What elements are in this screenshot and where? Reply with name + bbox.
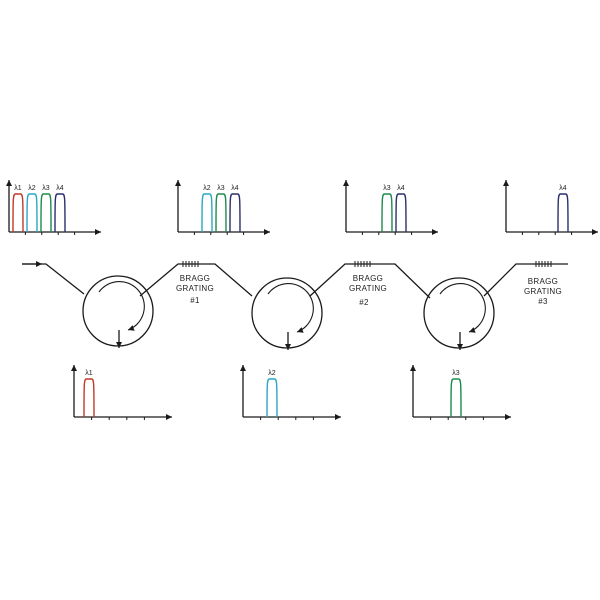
grating-3-line3: #3 bbox=[538, 297, 548, 306]
peak-lambda-3 bbox=[450, 378, 462, 418]
grating-2-line1: BRAGG bbox=[353, 274, 383, 283]
peak-lambda-1 bbox=[83, 378, 95, 418]
peak-lambda-3 bbox=[381, 193, 393, 233]
spectrum-after-grating-3: λ4 bbox=[503, 180, 598, 235]
peak-label: λ4 bbox=[397, 185, 405, 192]
peak-lambda-1 bbox=[12, 193, 24, 233]
peak-label: λ4 bbox=[56, 185, 64, 192]
grating-1-line2: GRATING bbox=[176, 284, 214, 293]
grating-3-line1: BRAGG bbox=[528, 277, 558, 286]
peak-label: λ3 bbox=[452, 370, 460, 377]
peak-label: λ3 bbox=[383, 185, 391, 192]
peak-label: λ2 bbox=[28, 185, 36, 192]
peak-label: λ2 bbox=[268, 370, 276, 377]
peak-lambda-4 bbox=[229, 193, 241, 233]
peak-lambda-4 bbox=[54, 193, 66, 233]
spectrum-input: λ1 λ2 λ3 λ4 bbox=[6, 180, 101, 235]
circulator-3 bbox=[423, 277, 495, 350]
peak-label: λ1 bbox=[14, 185, 22, 192]
peak-lambda-2 bbox=[26, 193, 38, 233]
circulator-2 bbox=[251, 277, 323, 350]
grating-marks-2 bbox=[354, 261, 371, 267]
spectrum-after-grating-1: λ2 λ3 λ4 bbox=[175, 180, 270, 235]
grating-marks-3 bbox=[535, 261, 552, 267]
peak-lambda-2 bbox=[266, 378, 278, 418]
grating-2-line2: GRATING bbox=[349, 284, 387, 293]
peak-label: λ1 bbox=[85, 370, 93, 377]
spectrum-after-grating-2: λ3 λ4 bbox=[343, 180, 438, 235]
grating-label-1: BRAGG GRATING #1 bbox=[176, 274, 214, 305]
grating-label-2: BRAGG GRATING #2 bbox=[349, 274, 387, 307]
peak-lambda-2 bbox=[201, 193, 213, 233]
grating-3-line2: GRATING bbox=[524, 287, 562, 296]
spectrum-drop-1: λ1 bbox=[71, 365, 172, 420]
fiber-line bbox=[22, 263, 568, 299]
spectrum-drop-3: λ3 bbox=[410, 365, 511, 420]
grating-1-line1: BRAGG bbox=[180, 274, 210, 283]
grating-2-line3: #2 bbox=[359, 298, 369, 307]
grating-1-line3: #1 bbox=[190, 296, 200, 305]
peak-label: λ4 bbox=[559, 185, 567, 192]
peak-lambda-3 bbox=[40, 193, 52, 233]
spectra-group: λ1 λ2 λ3 λ4 λ2 λ3 λ4 λ3 λ4 λ4 λ1 λ2 λ3 bbox=[6, 180, 598, 420]
peak-label: λ4 bbox=[231, 185, 239, 192]
grating-label-3: BRAGG GRATING #3 bbox=[524, 277, 562, 306]
spectrum-drop-2: λ2 bbox=[240, 365, 341, 420]
peak-lambda-4 bbox=[395, 193, 407, 233]
peak-lambda-4 bbox=[557, 193, 569, 233]
circulator-1 bbox=[82, 275, 154, 348]
peak-label: λ3 bbox=[217, 185, 225, 192]
grating-marks-1 bbox=[182, 261, 199, 267]
peak-label: λ2 bbox=[203, 185, 211, 192]
peak-lambda-3 bbox=[215, 193, 227, 233]
peak-label: λ3 bbox=[42, 185, 50, 192]
